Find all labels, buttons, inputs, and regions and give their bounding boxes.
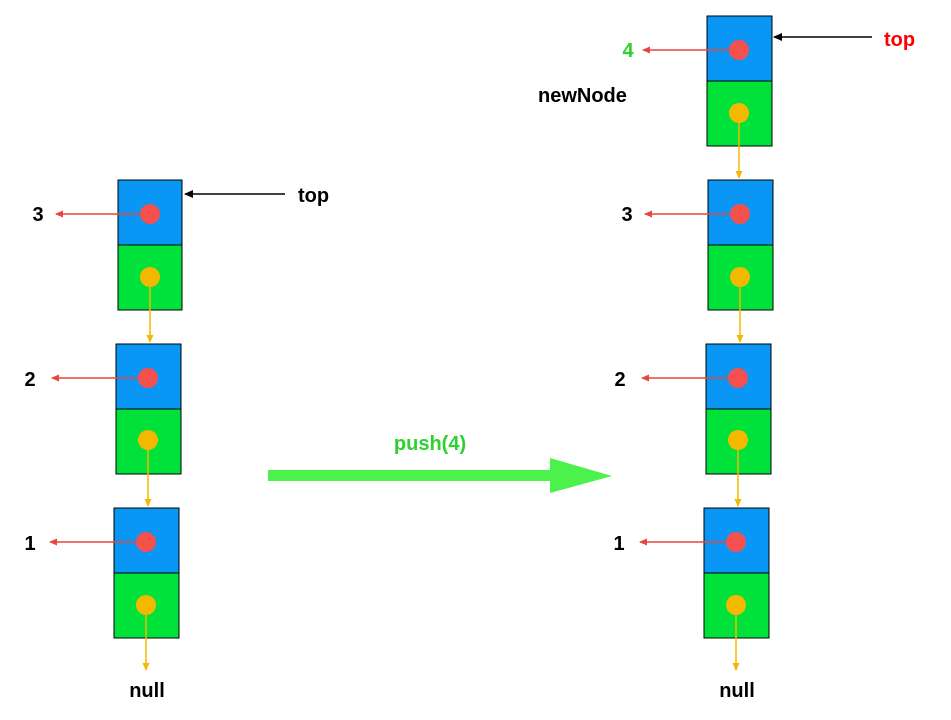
after-stack: 4 newNode top 3 2 [538, 15, 915, 702]
value-dot [730, 204, 750, 224]
after-node-2: 2 [614, 343, 772, 507]
before-node-1: 1 [24, 507, 180, 671]
next-dot [136, 595, 156, 615]
top-label: top [884, 29, 915, 51]
node-value-label: 3 [621, 204, 632, 226]
node-value-label: 1 [613, 533, 624, 555]
value-dot [138, 368, 158, 388]
node-value-label: 2 [614, 369, 625, 391]
node-value-label: 3 [32, 204, 43, 226]
push-arrow [268, 458, 612, 493]
after-node-4: 4 [622, 15, 773, 179]
null-label: null [129, 680, 165, 702]
new-node-value-label: 4 [622, 40, 634, 62]
value-dot [140, 204, 160, 224]
node-value-label: 2 [24, 369, 35, 391]
after-node-1: 1 [613, 507, 770, 671]
new-node-label: newNode [538, 85, 627, 107]
value-dot [729, 40, 749, 60]
next-dot [730, 267, 750, 287]
top-label: top [298, 185, 329, 207]
value-dot [726, 532, 746, 552]
value-dot [728, 368, 748, 388]
before-node-3: 3 [32, 179, 183, 343]
next-dot [140, 267, 160, 287]
node-value-label: 1 [24, 533, 35, 555]
next-dot [729, 103, 749, 123]
push-operation: push(4) [268, 433, 612, 493]
after-node-3: 3 [621, 179, 774, 343]
next-dot [138, 430, 158, 450]
null-label: null [719, 680, 755, 702]
before-stack: 3 top 2 1 null [24, 179, 329, 702]
next-dot [726, 595, 746, 615]
push-label: push(4) [394, 433, 466, 455]
next-dot [728, 430, 748, 450]
value-dot [136, 532, 156, 552]
before-node-2: 2 [24, 343, 182, 507]
